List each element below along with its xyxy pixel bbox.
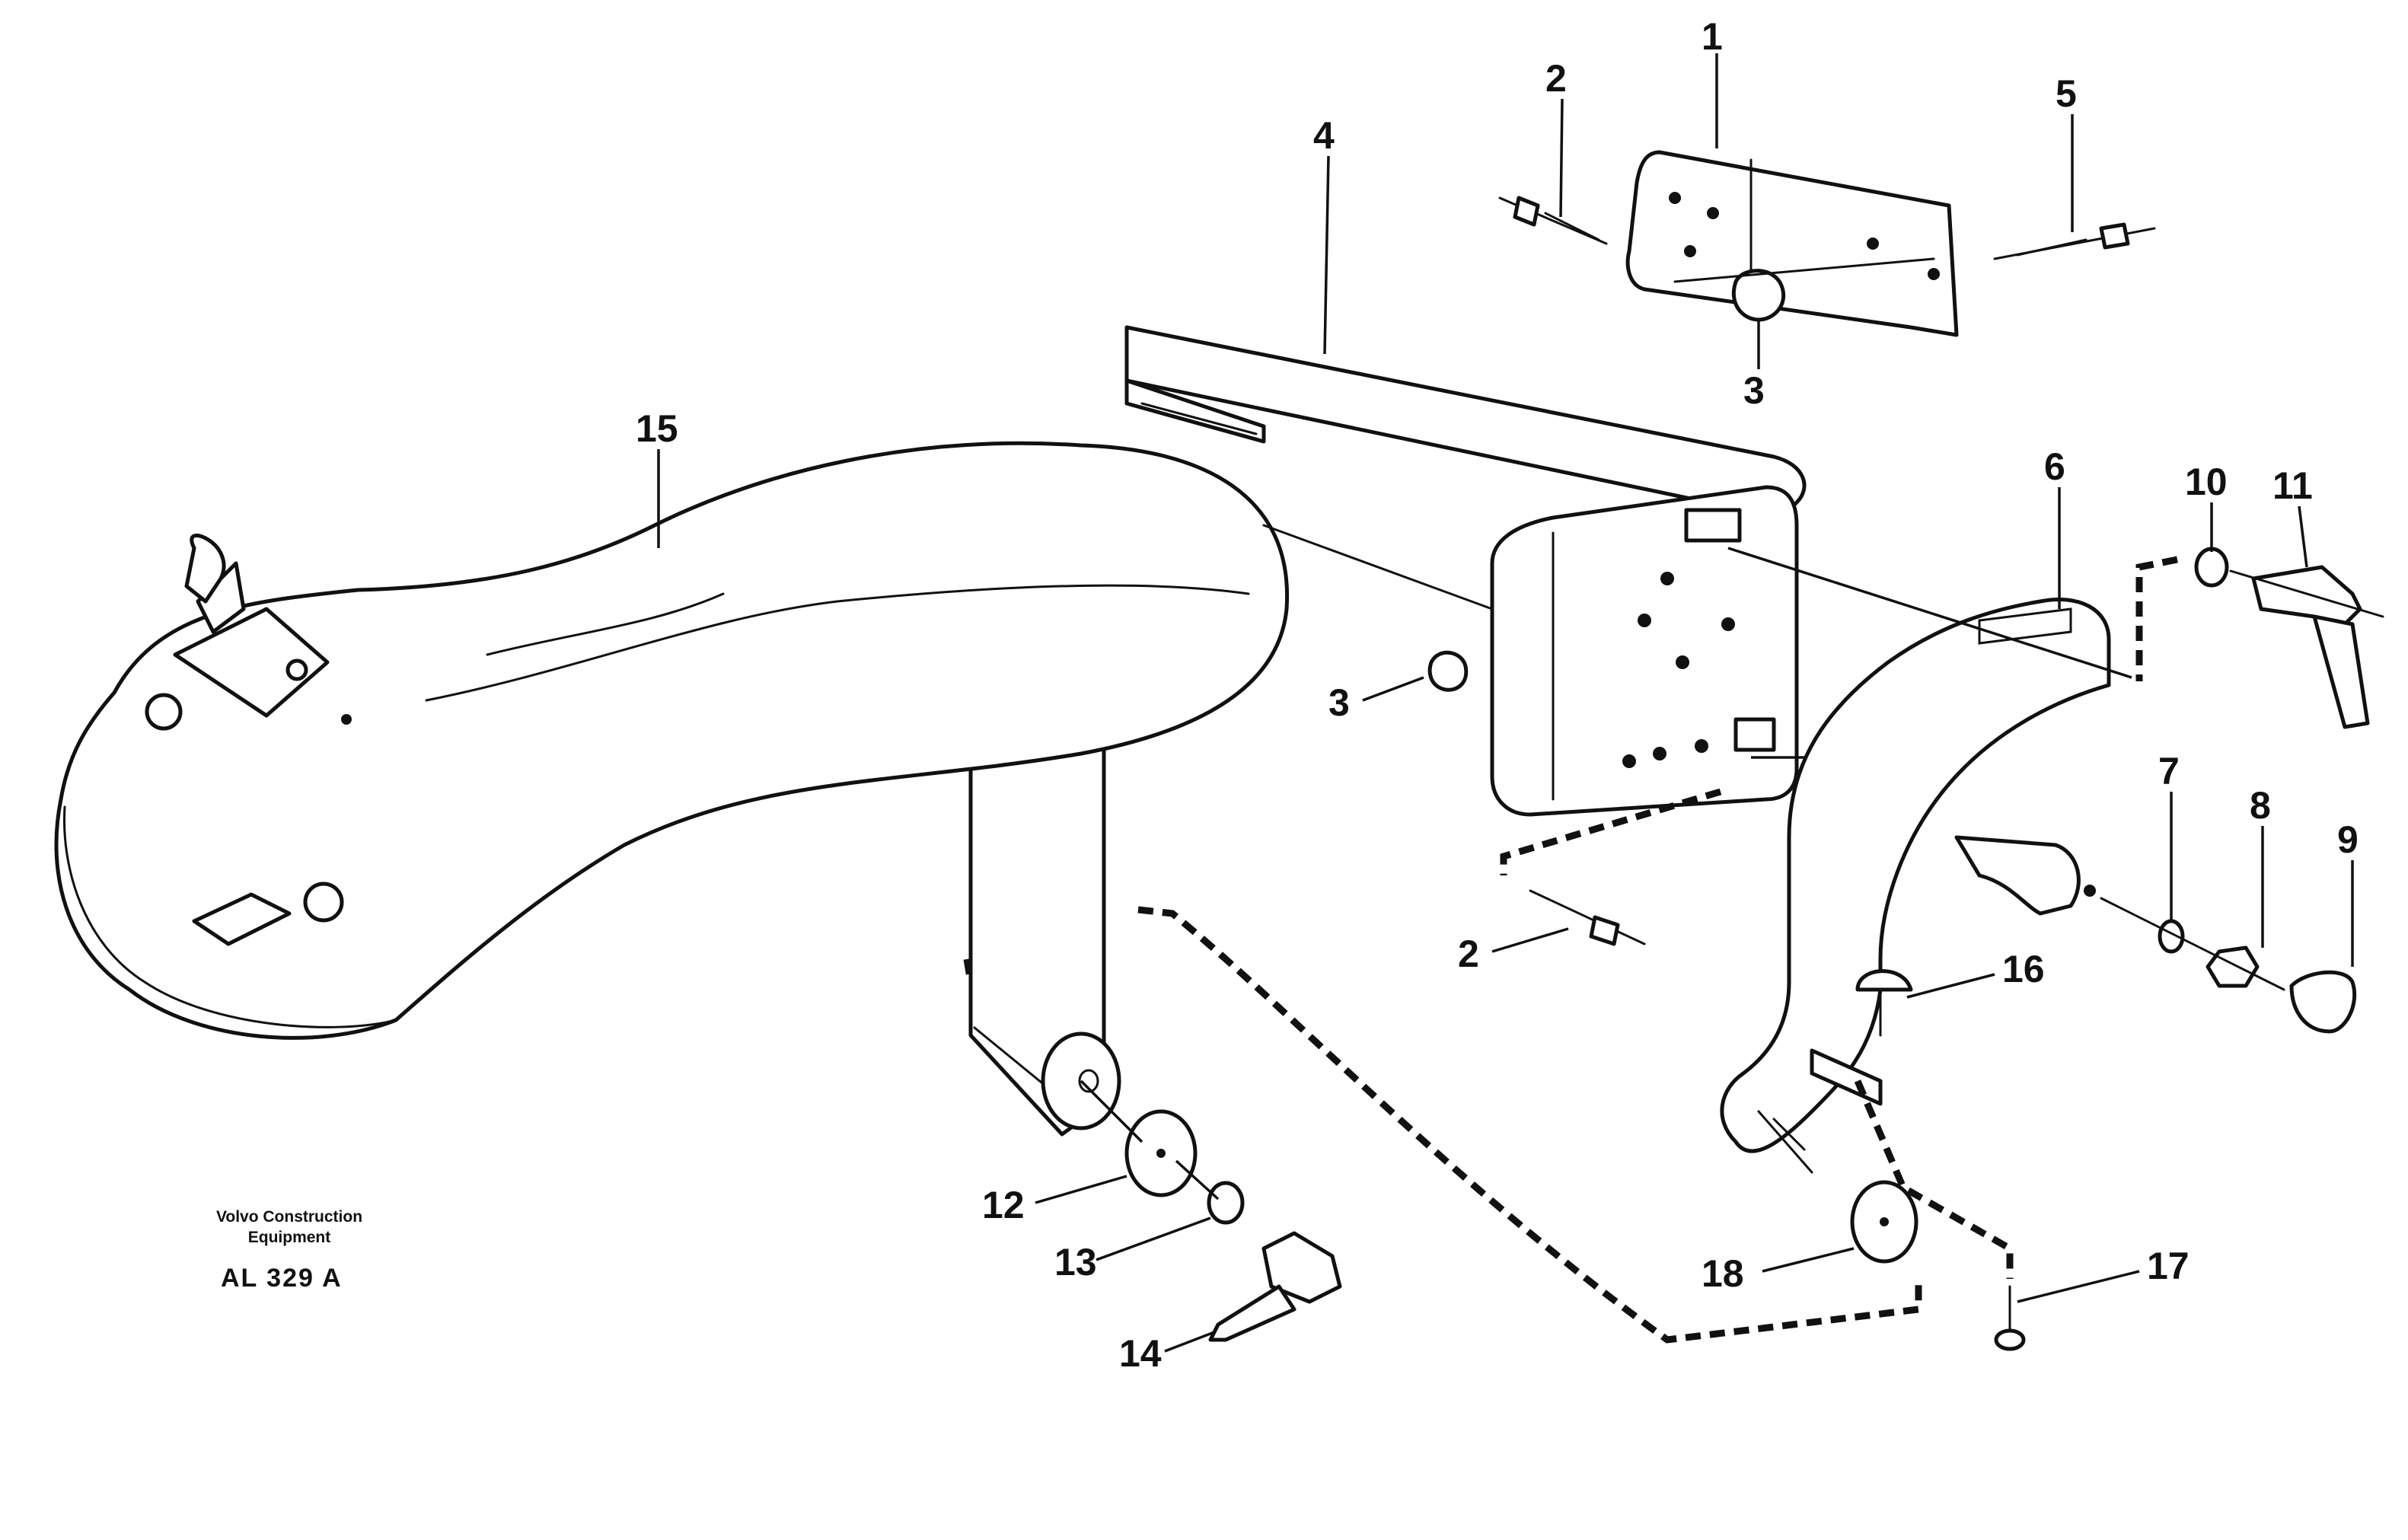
callout-4: 4	[1313, 114, 1335, 157]
spacer-upper	[1731, 269, 1786, 322]
callout-5: 5	[2056, 72, 2077, 115]
assembly-line-post	[963, 958, 974, 983]
callout-6: 6	[2044, 445, 2065, 488]
spacer-lower	[1427, 650, 1469, 692]
console-bracket	[1124, 325, 1807, 817]
callout-11: 11	[2272, 464, 2313, 507]
washer-13	[1207, 1181, 1245, 1225]
nut-8	[2205, 945, 2260, 988]
callout-14: 14	[1119, 1332, 1162, 1375]
callout-18: 18	[1702, 1252, 1744, 1295]
screw-17	[1994, 1285, 2026, 1351]
l-bracket	[1625, 150, 1959, 337]
callout-7: 7	[2158, 750, 2180, 792]
callout-3-upper: 3	[1743, 369, 1765, 412]
callout-9: 9	[2337, 818, 2359, 861]
assembly-line-right-top	[2135, 556, 2178, 681]
cap-9	[2289, 970, 2357, 1034]
callout-10: 10	[2185, 461, 2228, 503]
caption-code: AL 329 A	[221, 1264, 343, 1293]
leader-lines	[657, 53, 2354, 1353]
assembly-line-lower	[1137, 906, 1922, 1344]
callout-13: 13	[1054, 1241, 1097, 1283]
callouts: 1 2 5 3 4 15 3 2 6 10 11 7 8 9 16 17 18 …	[636, 15, 2359, 1375]
armrest-console	[54, 441, 1290, 1137]
bolt-upper-left	[1498, 196, 1608, 245]
callout-8: 8	[2250, 784, 2271, 827]
callout-1: 1	[1702, 15, 1723, 58]
callout-3-lower: 3	[1328, 681, 1350, 724]
washer-10	[2194, 547, 2229, 588]
clamp-lever-upper	[2229, 565, 2384, 729]
caption-company: Volvo Construction	[216, 1208, 362, 1226]
callout-15: 15	[636, 407, 678, 450]
clamp-lever-lower	[1208, 1231, 1342, 1342]
assembly-line-plate	[1500, 788, 1722, 875]
callout-17: 17	[2147, 1245, 2190, 1287]
console-knob-left	[145, 693, 183, 731]
rocker-switch	[192, 892, 292, 946]
callout-2-upper: 2	[1545, 57, 1567, 100]
assembly-line-screw	[1854, 1079, 2014, 1279]
dome-cap	[1855, 969, 1913, 992]
callout-2-lower: 2	[1458, 933, 1479, 975]
bolt-upper-right	[1993, 222, 2156, 260]
joystick	[173, 534, 330, 718]
callout-16: 16	[2002, 948, 2045, 990]
caption-company-2: Equipment	[248, 1229, 331, 1246]
console-knob-right	[303, 882, 344, 923]
drawing-caption: Volvo Construction Equipment AL 329 A	[216, 1208, 362, 1293]
bolt-lower	[1529, 889, 1646, 946]
callout-12: 12	[982, 1184, 1025, 1226]
